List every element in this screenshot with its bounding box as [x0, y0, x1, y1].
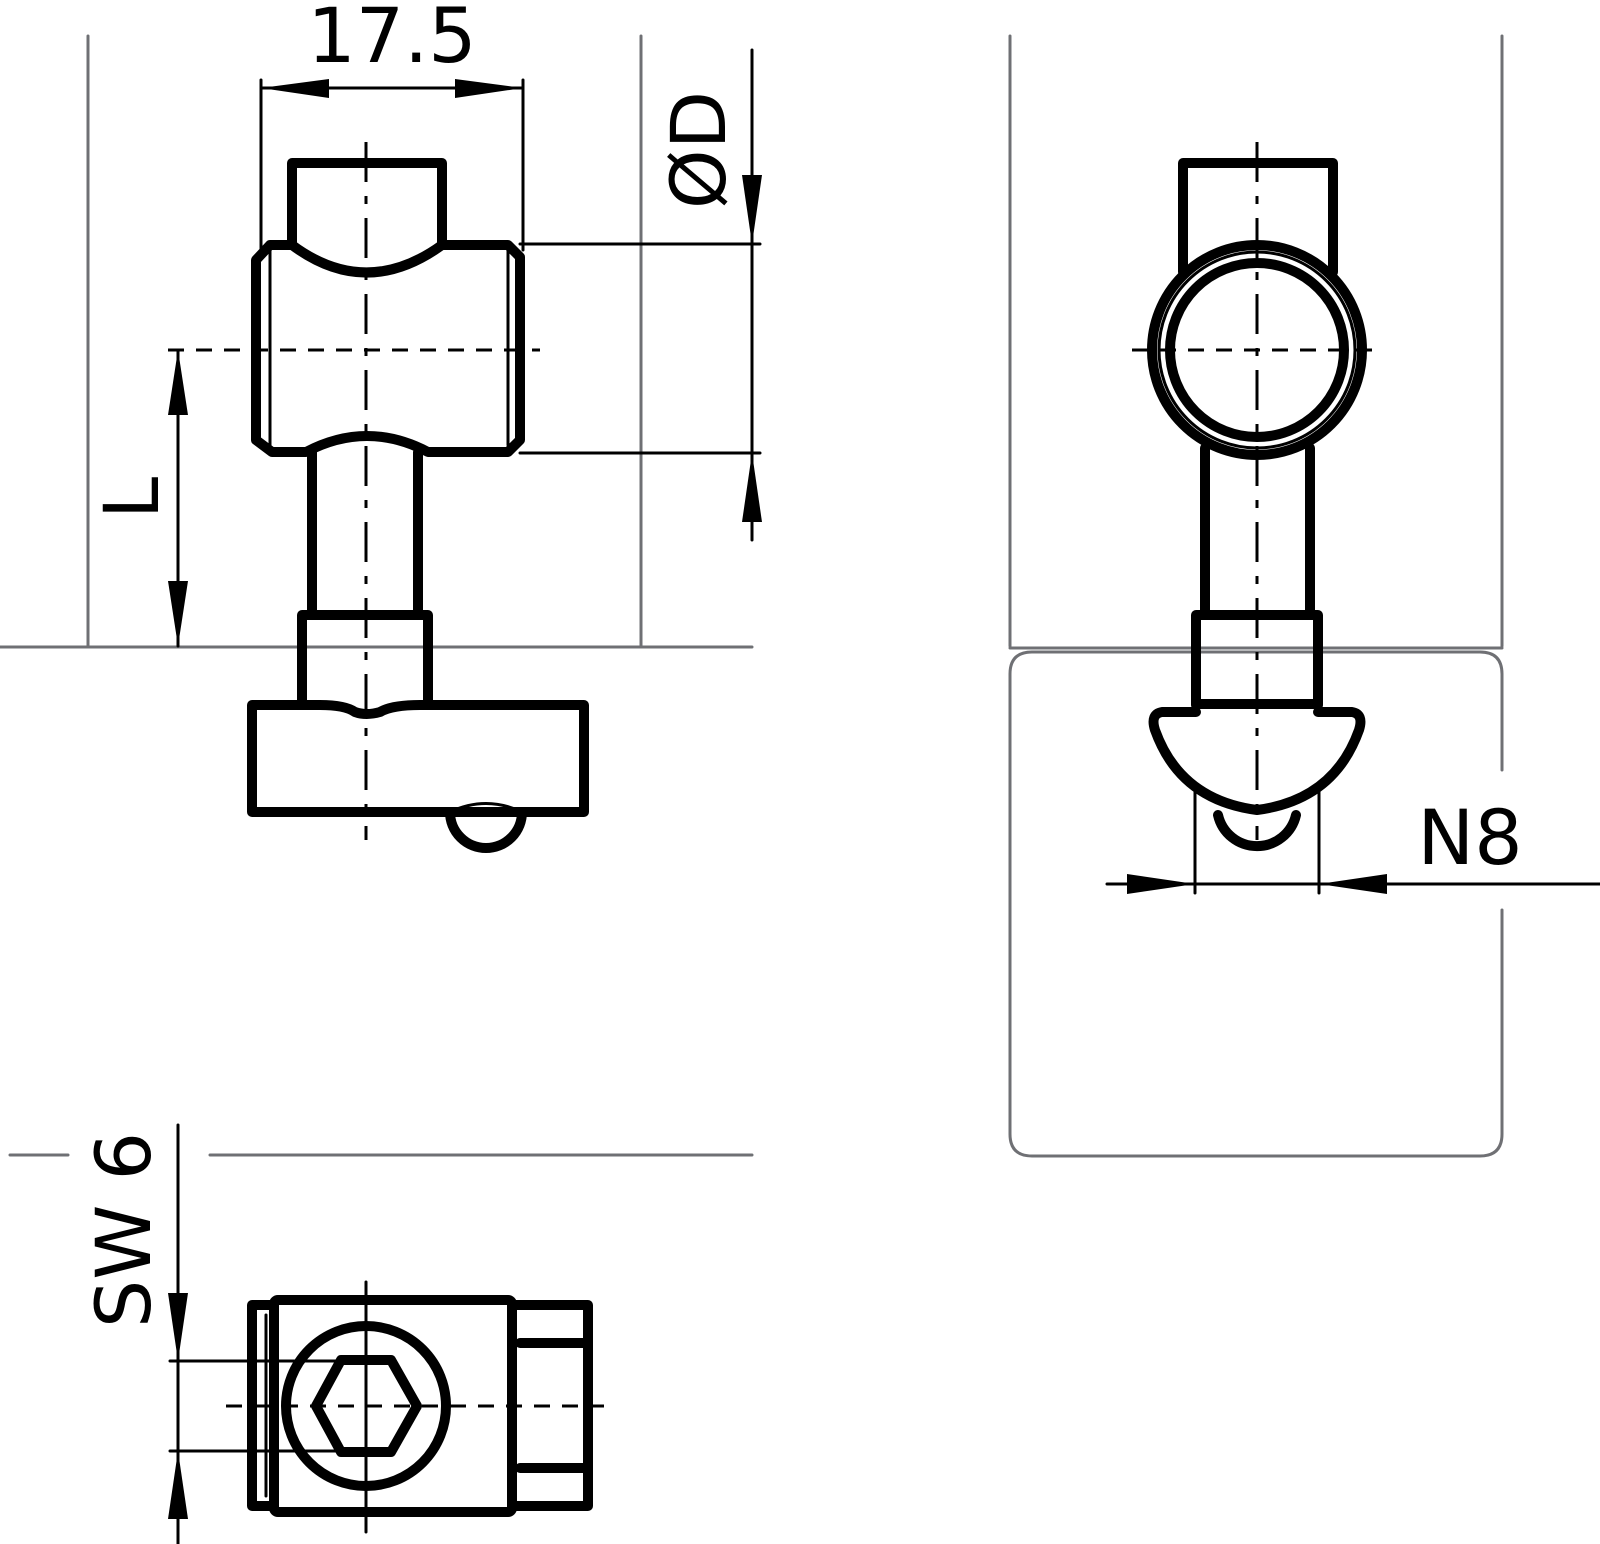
- arrow-left: [261, 79, 329, 98]
- diameter-dimension-label: ØD: [654, 91, 743, 209]
- width-dimension-label: 17.5: [307, 0, 476, 80]
- spring-ball-top: [448, 802, 524, 814]
- top-view: SW 6: [8, 1123, 754, 1544]
- side-view: N8: [1008, 34, 1600, 1158]
- spring-ball: [445, 807, 527, 853]
- slot-profile: [1008, 650, 1504, 1158]
- arrow-right: [455, 79, 523, 98]
- spring-ball: [1213, 810, 1301, 852]
- arrow-up: [168, 1451, 188, 1519]
- arrow-down: [742, 175, 762, 244]
- slot-dimension-label: N8: [1417, 793, 1522, 882]
- shaft: [1200, 443, 1315, 617]
- arrow-down-L: [168, 581, 188, 646]
- arrow-left: [1319, 874, 1387, 894]
- arrow-down: [168, 1293, 188, 1361]
- cylinder-body: [251, 240, 525, 457]
- arrow-up: [742, 453, 762, 522]
- t-nut: [247, 700, 589, 817]
- length-dimension-label: L: [87, 477, 176, 519]
- wrench-size-label: SW 6: [79, 1132, 168, 1328]
- front-view: 17.5 ØD L: [0, 0, 762, 853]
- screw-head-side: [507, 1300, 593, 1511]
- arrow-right: [1127, 874, 1195, 894]
- arrow-up-L: [168, 350, 188, 415]
- shaft: [307, 447, 423, 617]
